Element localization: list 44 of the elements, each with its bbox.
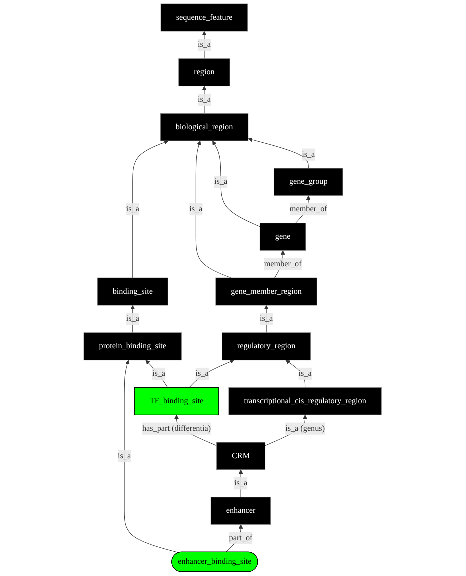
edge-label: is_a <box>126 205 140 214</box>
node-box: gene <box>260 223 306 251</box>
arrow <box>130 305 136 334</box>
edge-label: is_a <box>234 479 248 488</box>
edge-label: is_a <box>302 150 316 159</box>
edge-label: is_a <box>198 40 212 50</box>
arrow <box>248 138 310 169</box>
edge-label: is_a <box>190 205 203 214</box>
node-box: enhancer <box>211 497 272 525</box>
edge-label: member_of <box>290 205 328 214</box>
edge-label: is_a <box>152 369 166 378</box>
edge-label: is_a <box>298 369 312 378</box>
edge-label: is_a <box>126 314 140 324</box>
edge-label: has_part (differentia) <box>142 424 212 433</box>
edge-label: is_a <box>260 314 274 324</box>
node-box: transcriptional_cis_regulatory_region <box>228 387 382 416</box>
edge-label: member_of <box>264 260 302 268</box>
edge-label: is_a (genus) <box>286 424 326 433</box>
arrow <box>196 140 232 278</box>
node-box: TF_binding_site <box>134 387 220 416</box>
edge-label: is_a <box>214 178 228 186</box>
node-box: binding_site <box>98 278 169 306</box>
arrow <box>202 31 207 60</box>
arrow <box>226 524 244 553</box>
node-box: regulatory_region <box>222 332 312 361</box>
node-box: gene_group <box>274 168 344 196</box>
edge-label: is_a <box>196 369 209 378</box>
node-box: gene_member_region <box>216 278 318 306</box>
edge-label: is_a <box>198 95 212 104</box>
node-box: sequence_feature <box>161 4 248 32</box>
arrow <box>202 86 207 114</box>
arrow <box>132 140 170 278</box>
arrow <box>189 360 235 388</box>
arrow <box>212 140 261 228</box>
edge-label: is_a <box>118 452 132 460</box>
arrow <box>238 470 244 498</box>
arrow <box>124 360 180 554</box>
node-box: region <box>178 58 230 87</box>
node-box: protein_binding_site <box>84 332 182 361</box>
arrow <box>146 360 168 388</box>
arrow <box>264 305 269 334</box>
edge-label: part_of <box>229 534 253 542</box>
node-box: biological_region <box>160 113 249 142</box>
node-box: CRM <box>216 442 266 470</box>
